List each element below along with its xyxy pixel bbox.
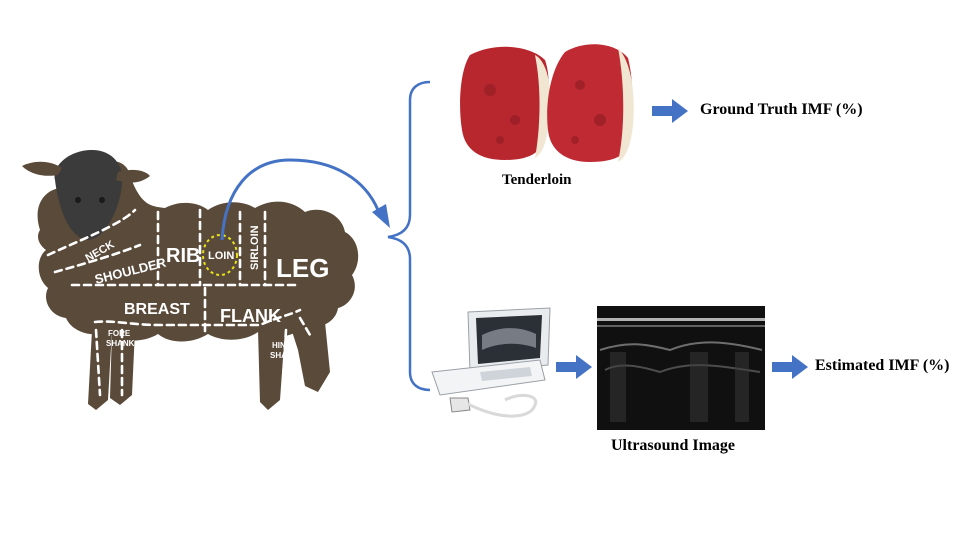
- sheep-ear-right: [116, 169, 150, 183]
- cut-label-leg: LEG: [276, 253, 329, 283]
- cut-label-flank: FLANK: [220, 306, 281, 326]
- cut-label-hind-1: HIND: [272, 341, 292, 350]
- ultrasound-machine-icon: [431, 307, 551, 418]
- cut-label-hind-2: SHANK: [270, 351, 299, 360]
- cut-dashed-lines: [46, 208, 312, 400]
- loin-curved-arrow: [220, 158, 390, 241]
- sheep-eye-right: [99, 197, 105, 203]
- sheep-hind-leg-right: [290, 322, 330, 392]
- cut-label-sirloin: SIRLOIN: [249, 225, 261, 270]
- cut-label-loin: LOIN: [208, 250, 234, 262]
- cut-label-rib: RIB: [166, 245, 200, 267]
- curly-brace: [387, 80, 431, 392]
- steak-left: [460, 46, 549, 160]
- estimated-imf-label: Estimated IMF (%): [815, 357, 950, 374]
- ultrasound-image-caption: Ultrasound Image: [611, 437, 736, 454]
- loin-highlight-ring: [202, 234, 238, 276]
- sheep-head: [54, 150, 123, 240]
- right-arrow-icon: [652, 99, 688, 123]
- sheep-eye-left: [75, 197, 81, 203]
- sheep-hind-leg-left: [258, 330, 285, 410]
- sheep-illustration: NECK SHOULDER RIB LOIN SIRLOIN LEG BREAS…: [22, 150, 359, 410]
- curved-arrow-head-icon: [372, 204, 390, 228]
- cut-label-breast: BREAST: [124, 301, 190, 318]
- right-arrow-icon-3: [772, 355, 808, 379]
- sheep-body: [37, 161, 359, 342]
- ground-truth-label: Ground Truth IMF (%): [700, 101, 863, 118]
- tenderloin-caption: Tenderloin: [502, 172, 572, 188]
- steak-right: [547, 44, 633, 162]
- ultrasound-scan-image: [597, 306, 765, 430]
- sheep-ear-left: [22, 161, 62, 176]
- right-arrow-icon-2: [556, 355, 592, 379]
- cut-label-fore-1: FORE: [108, 329, 131, 338]
- sheep-front-leg-left: [88, 330, 112, 410]
- tenderloin-steaks-image: [460, 44, 634, 162]
- cut-label-fore-2: SHANK: [106, 339, 135, 348]
